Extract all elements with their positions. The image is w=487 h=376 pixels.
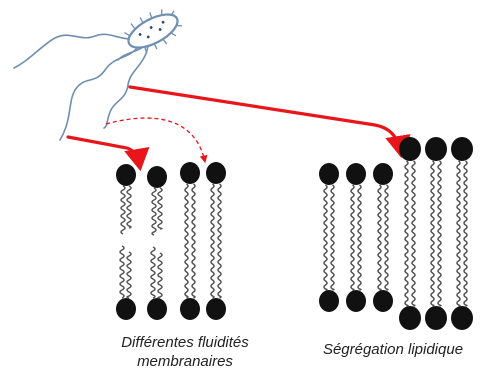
- lipid-segregation-group: [319, 137, 473, 330]
- lipid-molecule: [180, 162, 200, 320]
- lipid-head: [425, 306, 447, 330]
- red-arrow-to-membrane-left: [66, 135, 150, 172]
- lipid-tail: [210, 183, 215, 299]
- lipid-head: [180, 162, 200, 184]
- lipid-molecule: [399, 137, 421, 330]
- lipid-molecule: [373, 163, 393, 312]
- lipid-head: [451, 137, 473, 161]
- lipid-tail: [191, 183, 196, 299]
- caption-lipid-segregation: Ségrégation lipidique: [322, 341, 464, 358]
- lipid-tail: [357, 184, 362, 291]
- lipid-tail: [217, 183, 222, 299]
- bacterium-dots: [138, 20, 165, 39]
- flagella: [13, 33, 149, 141]
- lipid-head: [399, 137, 421, 161]
- lipid-molecule: [346, 163, 366, 312]
- caption-line-1: Différentes fluidités: [121, 334, 249, 351]
- lipid-tail: [184, 183, 189, 299]
- lipid-head: [346, 163, 366, 185]
- lipid-molecule: [425, 137, 447, 330]
- lipid-molecule: [147, 166, 167, 320]
- lipid-tail: [151, 187, 157, 236]
- lipid-head: [399, 306, 421, 330]
- red-dashed-arrow: [105, 117, 208, 164]
- lipid-tail: [456, 160, 461, 307]
- lipid-tail: [120, 185, 126, 235]
- lipid-head: [319, 163, 339, 185]
- lipid-head: [373, 163, 393, 185]
- lipid-tail: [157, 252, 163, 299]
- lipid-head: [373, 290, 393, 312]
- lipid-head: [147, 298, 167, 320]
- lipid-tail: [437, 160, 442, 307]
- lipid-tail: [404, 160, 409, 307]
- lipid-head: [116, 164, 136, 186]
- lipid-head: [451, 306, 473, 330]
- lipid-tail: [126, 185, 132, 229]
- lipid-tail: [126, 251, 132, 299]
- membrane-fluidity-group: [116, 162, 226, 320]
- lipid-tail: [323, 184, 328, 291]
- lipid-tail: [119, 245, 125, 299]
- lipid-molecule: [206, 162, 226, 320]
- lipid-tail: [150, 246, 156, 299]
- bacterium-cilia: [124, 9, 182, 54]
- lipid-molecule: [319, 163, 339, 312]
- lipid-tail: [463, 160, 468, 307]
- bacterium-icon: [13, 9, 182, 141]
- lipid-head: [346, 290, 366, 312]
- lipid-head: [147, 166, 167, 188]
- lipid-tail: [384, 184, 389, 291]
- arrows: [66, 85, 411, 172]
- lipid-head: [206, 162, 226, 184]
- caption-line-2: membranaires: [137, 353, 233, 370]
- lipid-head: [319, 290, 339, 312]
- lipid-tail: [157, 187, 163, 230]
- lipid-tail: [377, 184, 382, 291]
- lipid-molecule: [116, 164, 136, 320]
- lipid-head: [425, 137, 447, 161]
- bacterium-body: [127, 13, 179, 49]
- lipid-tail: [411, 160, 416, 307]
- lipid-tail: [430, 160, 435, 307]
- lipid-tail: [330, 184, 335, 291]
- lipid-head: [116, 298, 136, 320]
- lipid-tail: [350, 184, 355, 291]
- caption-membrane-fluidity: Différentes fluidités membranaires: [95, 333, 275, 371]
- lipid-head: [180, 298, 200, 320]
- lipid-molecule: [451, 137, 473, 330]
- lipid-head: [206, 298, 226, 320]
